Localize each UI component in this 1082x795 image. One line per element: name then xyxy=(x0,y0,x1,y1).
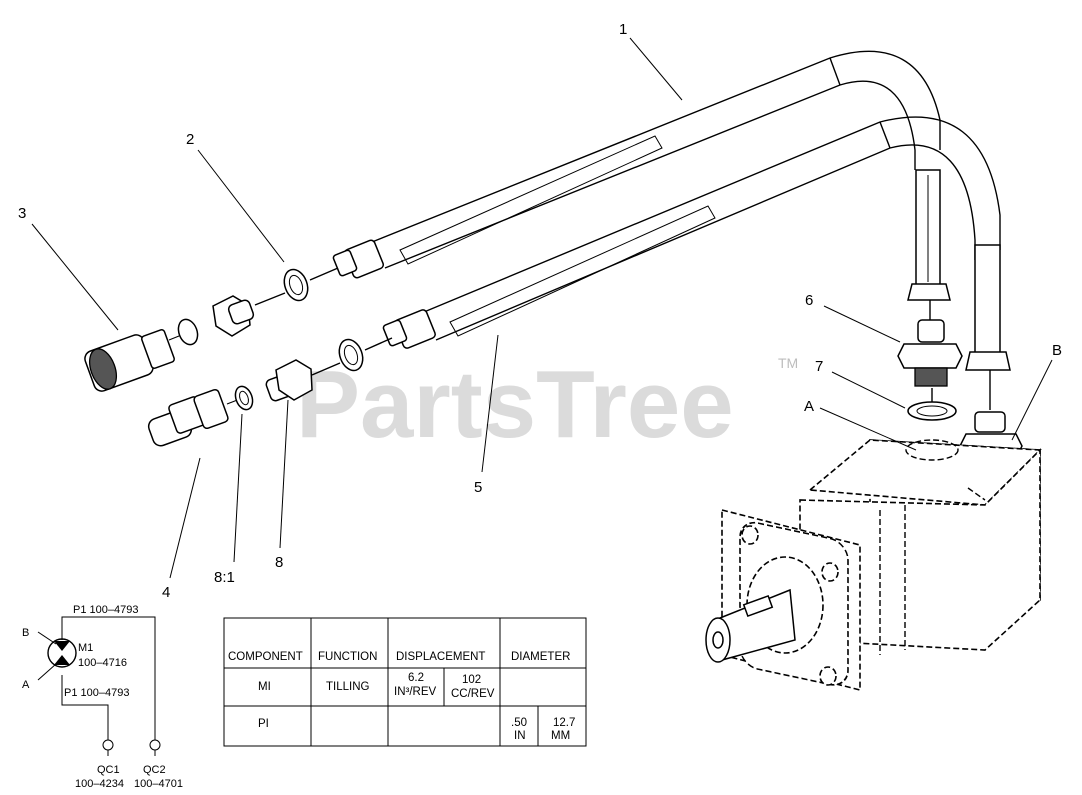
o-ring-2[interactable] xyxy=(280,266,339,304)
callout-b: B xyxy=(1052,342,1062,359)
table-cell-disp-in-value: 6.2 xyxy=(408,672,424,684)
watermark-text: PartsTree xyxy=(296,351,734,458)
adapter-upper[interactable] xyxy=(212,292,286,337)
schematic-port-a: A xyxy=(22,679,30,691)
callouts: 1 2 3 4 5 6 7 8 8:1 A B xyxy=(18,21,1062,601)
o-ring-8-1[interactable] xyxy=(232,384,255,412)
table-cell-disp-in-unit: IN³/REV xyxy=(394,686,437,698)
table-cell-dia-mm-unit: MM xyxy=(551,730,570,742)
quick-coupler-4[interactable] xyxy=(146,388,241,448)
callout-8-1: 8:1 xyxy=(214,569,235,586)
hose-5[interactable] xyxy=(382,116,1011,371)
adapter-8[interactable] xyxy=(265,359,341,402)
schematic-qc2-part: 100–4701 xyxy=(134,778,183,790)
schematic-qc1-part: 100–4234 xyxy=(75,778,124,790)
schematic-m1: M1 xyxy=(78,642,93,654)
schematic-m1-part: 100–4716 xyxy=(78,657,127,669)
table-cell-disp-cc-unit: CC/REV xyxy=(451,688,495,700)
hydraulic-schematic: P1 100–4793 M1 100–4716 P1 100–4793 B A … xyxy=(22,604,183,790)
callout-1: 1 xyxy=(619,21,627,38)
callout-7: 7 xyxy=(815,358,823,375)
schematic-port-b: B xyxy=(22,627,29,639)
callout-a: A xyxy=(804,398,814,415)
table-cell-dia-in-value: .50 xyxy=(511,717,527,729)
hose-1[interactable] xyxy=(332,50,951,301)
callout-2: 2 xyxy=(186,131,194,148)
hydraulic-motor[interactable] xyxy=(721,439,1042,692)
callout-4: 4 xyxy=(162,584,170,601)
table-cell-component-mi: MI xyxy=(258,681,271,693)
fitting-6[interactable] xyxy=(897,300,963,387)
table-cell-component-pi: PI xyxy=(258,718,269,730)
o-ring-lower[interactable] xyxy=(335,336,393,374)
fitting-b[interactable] xyxy=(959,370,1023,459)
motor-shaft[interactable] xyxy=(705,588,796,663)
o-ring-upper-left[interactable] xyxy=(175,317,201,348)
schematic-qc1: QC1 xyxy=(97,764,120,776)
callout-3: 3 xyxy=(18,205,26,222)
spec-table: COMPONENT FUNCTION DISPLACEMENT DIAMETER… xyxy=(223,617,587,747)
table-header-function: FUNCTION xyxy=(318,651,377,663)
schematic-qc2: QC2 xyxy=(143,764,166,776)
schematic-p1-top: P1 100–4793 xyxy=(73,604,138,616)
table-cell-dia-mm-value: 12.7 xyxy=(553,717,575,729)
table-header-displacement: DISPLACEMENT xyxy=(396,651,485,663)
callout-8: 8 xyxy=(275,554,283,571)
table-cell-function-tilling: TILLING xyxy=(326,681,370,693)
table-header-component: COMPONENT xyxy=(228,651,303,663)
o-ring-7[interactable] xyxy=(907,388,957,421)
schematic-p1-bottom: P1 100–4793 xyxy=(64,687,129,699)
table-cell-disp-cc-value: 102 xyxy=(462,674,481,686)
table-cell-dia-in-unit: IN xyxy=(514,730,526,742)
callout-5: 5 xyxy=(474,479,482,496)
callout-6: 6 xyxy=(805,292,813,309)
table-header-diameter: DIAMETER xyxy=(511,651,570,663)
watermark-trademark: TM xyxy=(778,355,798,371)
quick-coupler-3[interactable] xyxy=(83,329,185,393)
